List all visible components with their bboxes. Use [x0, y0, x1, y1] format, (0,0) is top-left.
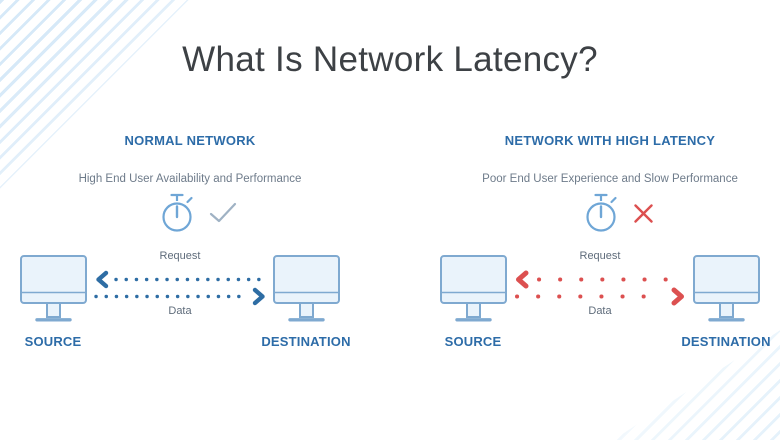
- destination-label: DESTINATION: [681, 334, 771, 349]
- source-computer-icon: [20, 255, 87, 322]
- request-arrow-left-icon: [96, 270, 269, 289]
- normal-network-diagram: Request Data SOURCE DESTINATION: [20, 245, 360, 360]
- panel-latency-header: NETWORK WITH HIGH LATENCY: [504, 133, 716, 148]
- high-latency-scene: [440, 255, 760, 322]
- source-label: SOURCE: [24, 334, 82, 349]
- request-label: Request: [159, 250, 201, 262]
- data-label: Data: [168, 305, 192, 317]
- panel-normal-network: NORMAL NETWORK High End User Availabilit…: [20, 128, 360, 428]
- request-label: Request: [579, 250, 621, 262]
- panel-normal-subtitle: High End User Availability and Performan…: [78, 173, 302, 185]
- data-label: Data: [588, 305, 612, 317]
- panel-normal-header: NORMAL NETWORK: [124, 133, 256, 148]
- high-latency-diagram: Request Data SOURCE DESTINATION: [440, 245, 780, 360]
- stopwatch-icon: [583, 192, 620, 235]
- data-arrow-right-icon: [515, 287, 684, 306]
- request-arrow-left-icon: [516, 270, 688, 289]
- data-arrow-right-icon: [94, 287, 265, 306]
- page-title: What Is Network Latency?: [182, 40, 598, 79]
- panel-latency-subtitle: Poor End User Experience and Slow Perfor…: [482, 173, 738, 185]
- x-icon: [633, 203, 654, 224]
- destination-computer-icon: [273, 255, 340, 322]
- source-label: SOURCE: [444, 334, 502, 349]
- normal-network-scene: [20, 255, 340, 322]
- panel-high-latency: NETWORK WITH HIGH LATENCY Poor End User …: [440, 128, 780, 428]
- latency-timer-row: [440, 191, 780, 235]
- normal-timer-row: [20, 191, 360, 235]
- check-icon: [209, 202, 237, 224]
- destination-computer-icon: [693, 255, 760, 322]
- stopwatch-icon: [159, 192, 196, 235]
- source-computer-icon: [440, 255, 507, 322]
- destination-label: DESTINATION: [261, 334, 351, 349]
